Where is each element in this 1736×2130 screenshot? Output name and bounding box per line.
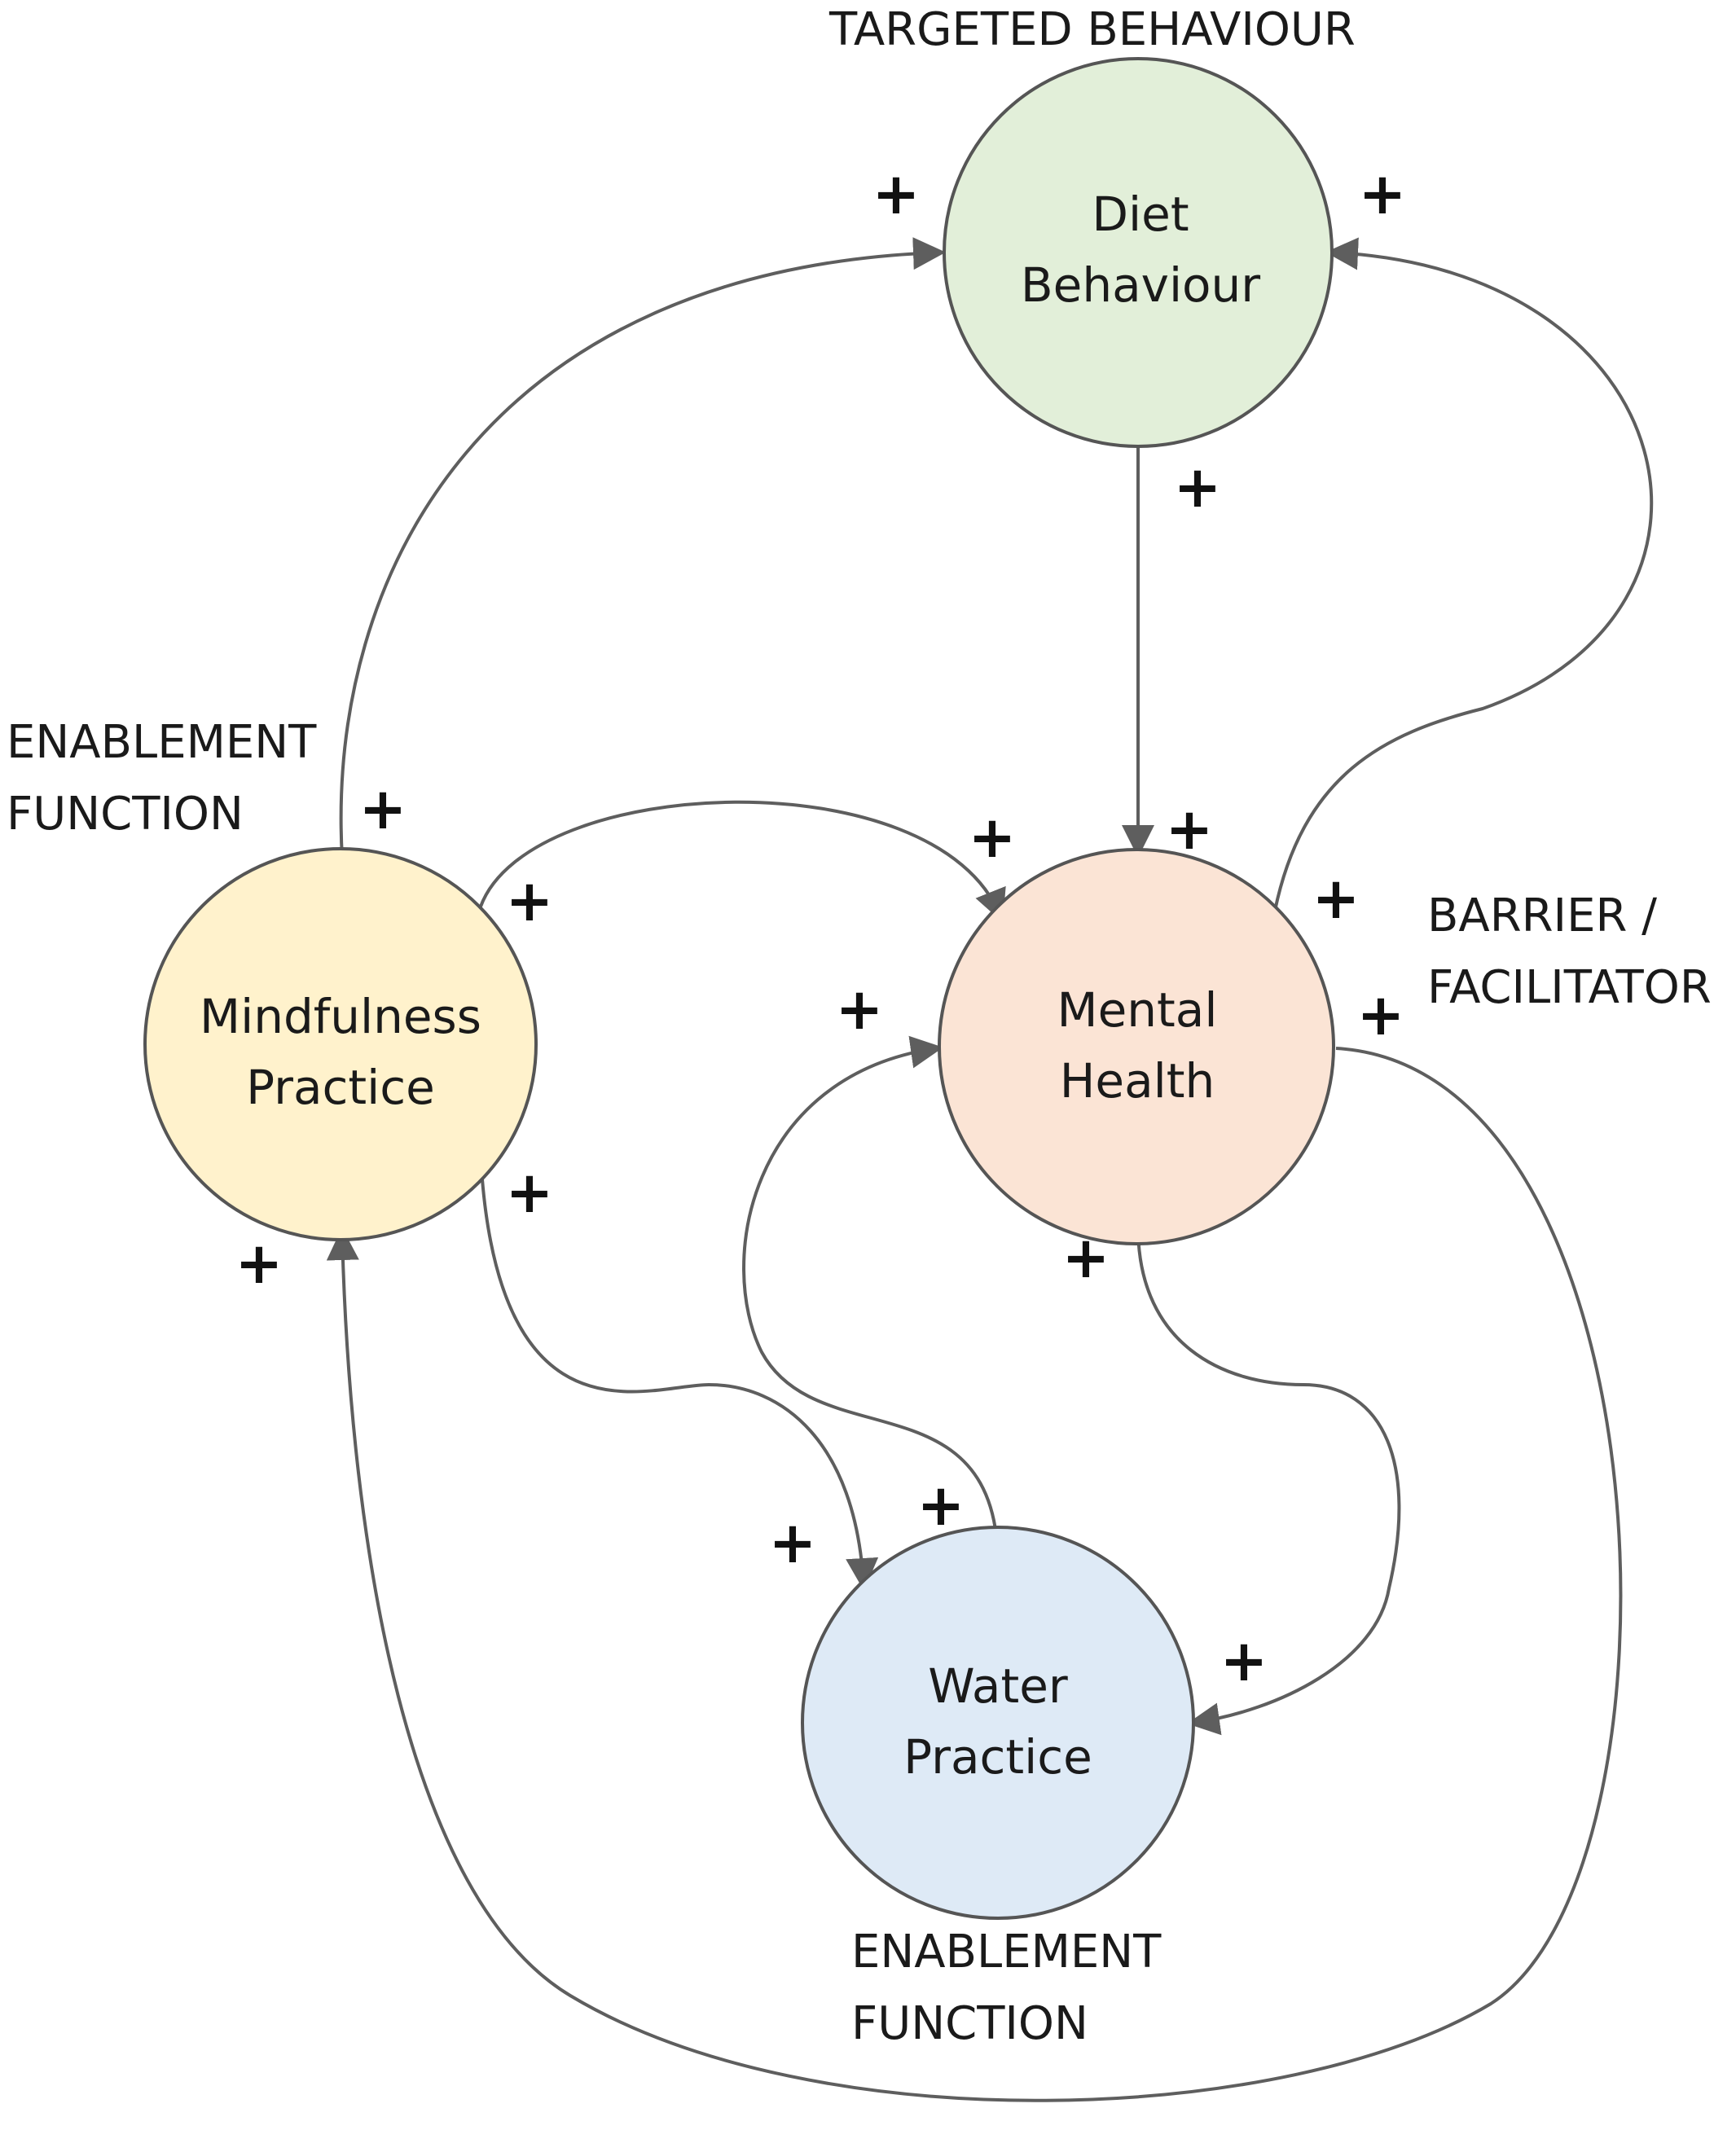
mindfulness-practice-label-line1: Mindfulness <box>200 989 481 1044</box>
edge-mindfulness-to-diet <box>339 237 946 859</box>
edge-water-to-mental <box>742 1035 998 1536</box>
mental-health-label-line2: Health <box>1060 1053 1215 1109</box>
water-practice-label-line1: Water <box>928 1658 1068 1714</box>
node-mental-health: Mental Health <box>938 848 1335 1245</box>
edge-mindfulness-to-mental <box>479 800 1006 923</box>
water-practice-label-line2: Practice <box>903 1729 1092 1785</box>
role-label-water-line2: FUNCTION <box>851 1997 1088 2050</box>
polarity-sign: + <box>872 160 921 227</box>
polarity-sign: + <box>769 1509 817 1576</box>
polarity-sign: + <box>1220 1627 1268 1694</box>
edge-mental-to-mindfulness <box>326 1047 1623 2102</box>
mental-health-circle <box>938 848 1335 1245</box>
polarity-sign: + <box>506 867 554 934</box>
mindfulness-practice-label-line2: Practice <box>246 1060 435 1115</box>
polarity-signs: + + + + + + + + + + + + + + + + <box>235 160 1407 1694</box>
polarity-sign: + <box>969 804 1017 871</box>
diet-behaviour-label-line1: Diet <box>1092 187 1189 242</box>
diet-behaviour-circle <box>943 57 1334 448</box>
edge-mindfulness-to-water <box>481 1179 879 1591</box>
role-label-mental-line1: BARRIER / <box>1427 889 1657 942</box>
polarity-sign: + <box>1062 1224 1110 1291</box>
polarity-sign: + <box>1166 796 1214 863</box>
role-label-mindfulness-line1: ENABLEMENT <box>7 716 317 769</box>
polarity-sign: + <box>1357 982 1405 1048</box>
edge-mental-to-diet <box>1273 237 1654 911</box>
role-label-mental-line2: FACILITATOR <box>1427 961 1712 1014</box>
polarity-sign: + <box>359 775 407 842</box>
polarity-sign: + <box>1312 865 1360 932</box>
node-water-practice: Water Practice <box>801 1526 1195 1920</box>
polarity-sign: + <box>235 1230 283 1297</box>
water-practice-circle <box>801 1526 1195 1920</box>
role-label-targeted-behaviour: TARGETED BEHAVIOUR <box>828 3 1356 56</box>
polarity-sign: + <box>836 976 884 1043</box>
role-label-mindfulness-line2: FUNCTION <box>7 788 244 841</box>
mindfulness-practice-circle <box>143 847 538 1241</box>
edge-mental-to-water <box>1136 1231 1401 1736</box>
polarity-sign: + <box>917 1472 965 1539</box>
diet-behaviour-label-line2: Behaviour <box>1021 257 1260 313</box>
node-diet-behaviour: Diet Behaviour <box>943 57 1334 448</box>
role-label-water-line1: ENABLEMENT <box>851 1926 1162 1978</box>
polarity-sign: + <box>506 1159 554 1226</box>
mental-health-label-line1: Mental <box>1057 982 1218 1038</box>
edges <box>326 237 1654 2102</box>
polarity-sign: + <box>1174 454 1222 520</box>
polarity-sign: + <box>1359 160 1407 227</box>
node-mindfulness-practice: Mindfulness Practice <box>143 847 538 1241</box>
